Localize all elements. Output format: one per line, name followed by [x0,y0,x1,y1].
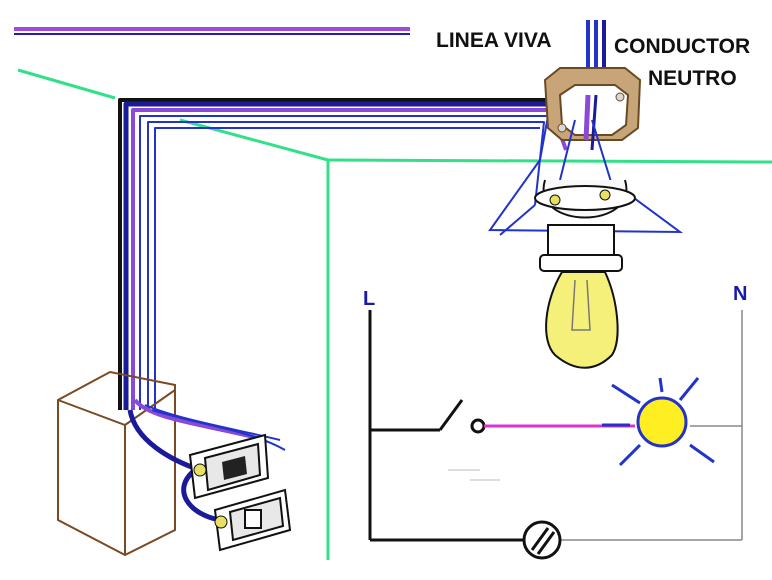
neutral-line-label: CONDUCTOR [614,35,751,58]
light-bulb [545,271,619,369]
switch-lower [213,488,292,552]
schematic-neutral-label: N [733,283,748,305]
lamp-holder [488,119,684,272]
wall-box [57,370,176,557]
room-edges [17,68,772,560]
neutral-line-label-2: NEUTRO [648,67,737,90]
top-wire-line [14,27,410,35]
schematic [368,310,743,542]
schematic-live-label: L [363,288,376,310]
lamp-symbol [602,377,715,467]
ceiling-rose [543,67,642,151]
socket-symbol [522,520,562,560]
switch-upper [188,433,270,500]
live-line-label: LINEA VIVA [436,29,552,52]
cable-bundle [118,98,577,410]
decorative-dots [448,469,500,481]
